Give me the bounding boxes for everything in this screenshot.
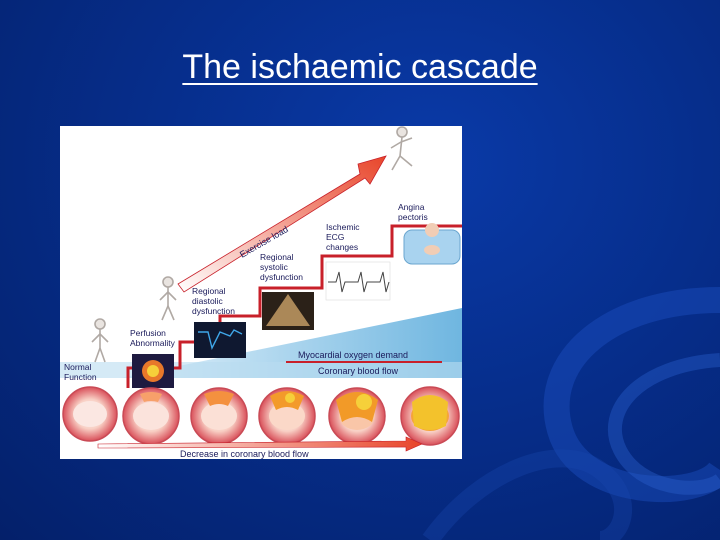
svg-text:Regional systolic: Regional systolic dysfunction [260, 252, 303, 282]
person-angina [403, 223, 461, 265]
stage-label: Normal [64, 362, 92, 372]
stage-label: dysfunction [192, 306, 235, 316]
stage-label: changes [326, 242, 358, 252]
stage-label: Function [64, 372, 97, 382]
stage-label: Regional [260, 252, 294, 262]
person-figure-walking [159, 276, 177, 321]
heart-section [190, 387, 248, 445]
exercise-load-arrow [177, 155, 387, 293]
stage-label: diastolic [192, 296, 223, 306]
heart-section [400, 386, 460, 446]
ischaemic-cascade-figure: Exercise load Normal Function [60, 126, 462, 459]
coronary-flow-band [60, 362, 462, 378]
heart-section [122, 387, 180, 445]
heart-section [328, 387, 386, 445]
svg-text:Perfusion Abnormality: Perfusion Abnormality [130, 328, 176, 348]
svg-text:Ischemic ECG chang: Ischemic ECG changes [326, 222, 362, 252]
oxygen-demand-label: Myocardial oxygen demand [298, 350, 408, 360]
heart-section [62, 386, 118, 442]
cascade-step-line [126, 224, 462, 388]
svg-text:Angina pectoris: Angina pectoris [398, 202, 428, 222]
stage-label: Perfusion [130, 328, 166, 338]
svg-text:Regional diastolic: Regional diastolic dysfunction [192, 286, 235, 316]
coronary-flow-label: Coronary blood flow [318, 366, 399, 376]
cascade-diagram: Exercise load Normal Function [60, 126, 462, 459]
decrease-flow-arrow [97, 436, 423, 452]
stage-label: Angina [398, 202, 425, 212]
decrease-flow-label: Decrease in coronary blood flow [180, 449, 309, 459]
person-figure-normal [91, 318, 109, 363]
stage-label: Ischemic [326, 222, 360, 232]
doppler-image [194, 322, 246, 358]
svg-text:Normal Function: Normal Function [64, 362, 97, 382]
stage-label: pectoris [398, 212, 428, 222]
stage-label: dysfunction [260, 272, 303, 282]
stage-label: Regional [192, 286, 226, 296]
heart-section [258, 387, 316, 445]
stage-label: ECG [326, 232, 344, 242]
oxygen-demand-wedge [120, 308, 462, 378]
stage-label: systolic [260, 262, 289, 272]
person-figure-running [390, 126, 413, 171]
stage-label: Abnormality [130, 338, 176, 348]
slide-title: The ischaemic cascade [182, 48, 538, 86]
